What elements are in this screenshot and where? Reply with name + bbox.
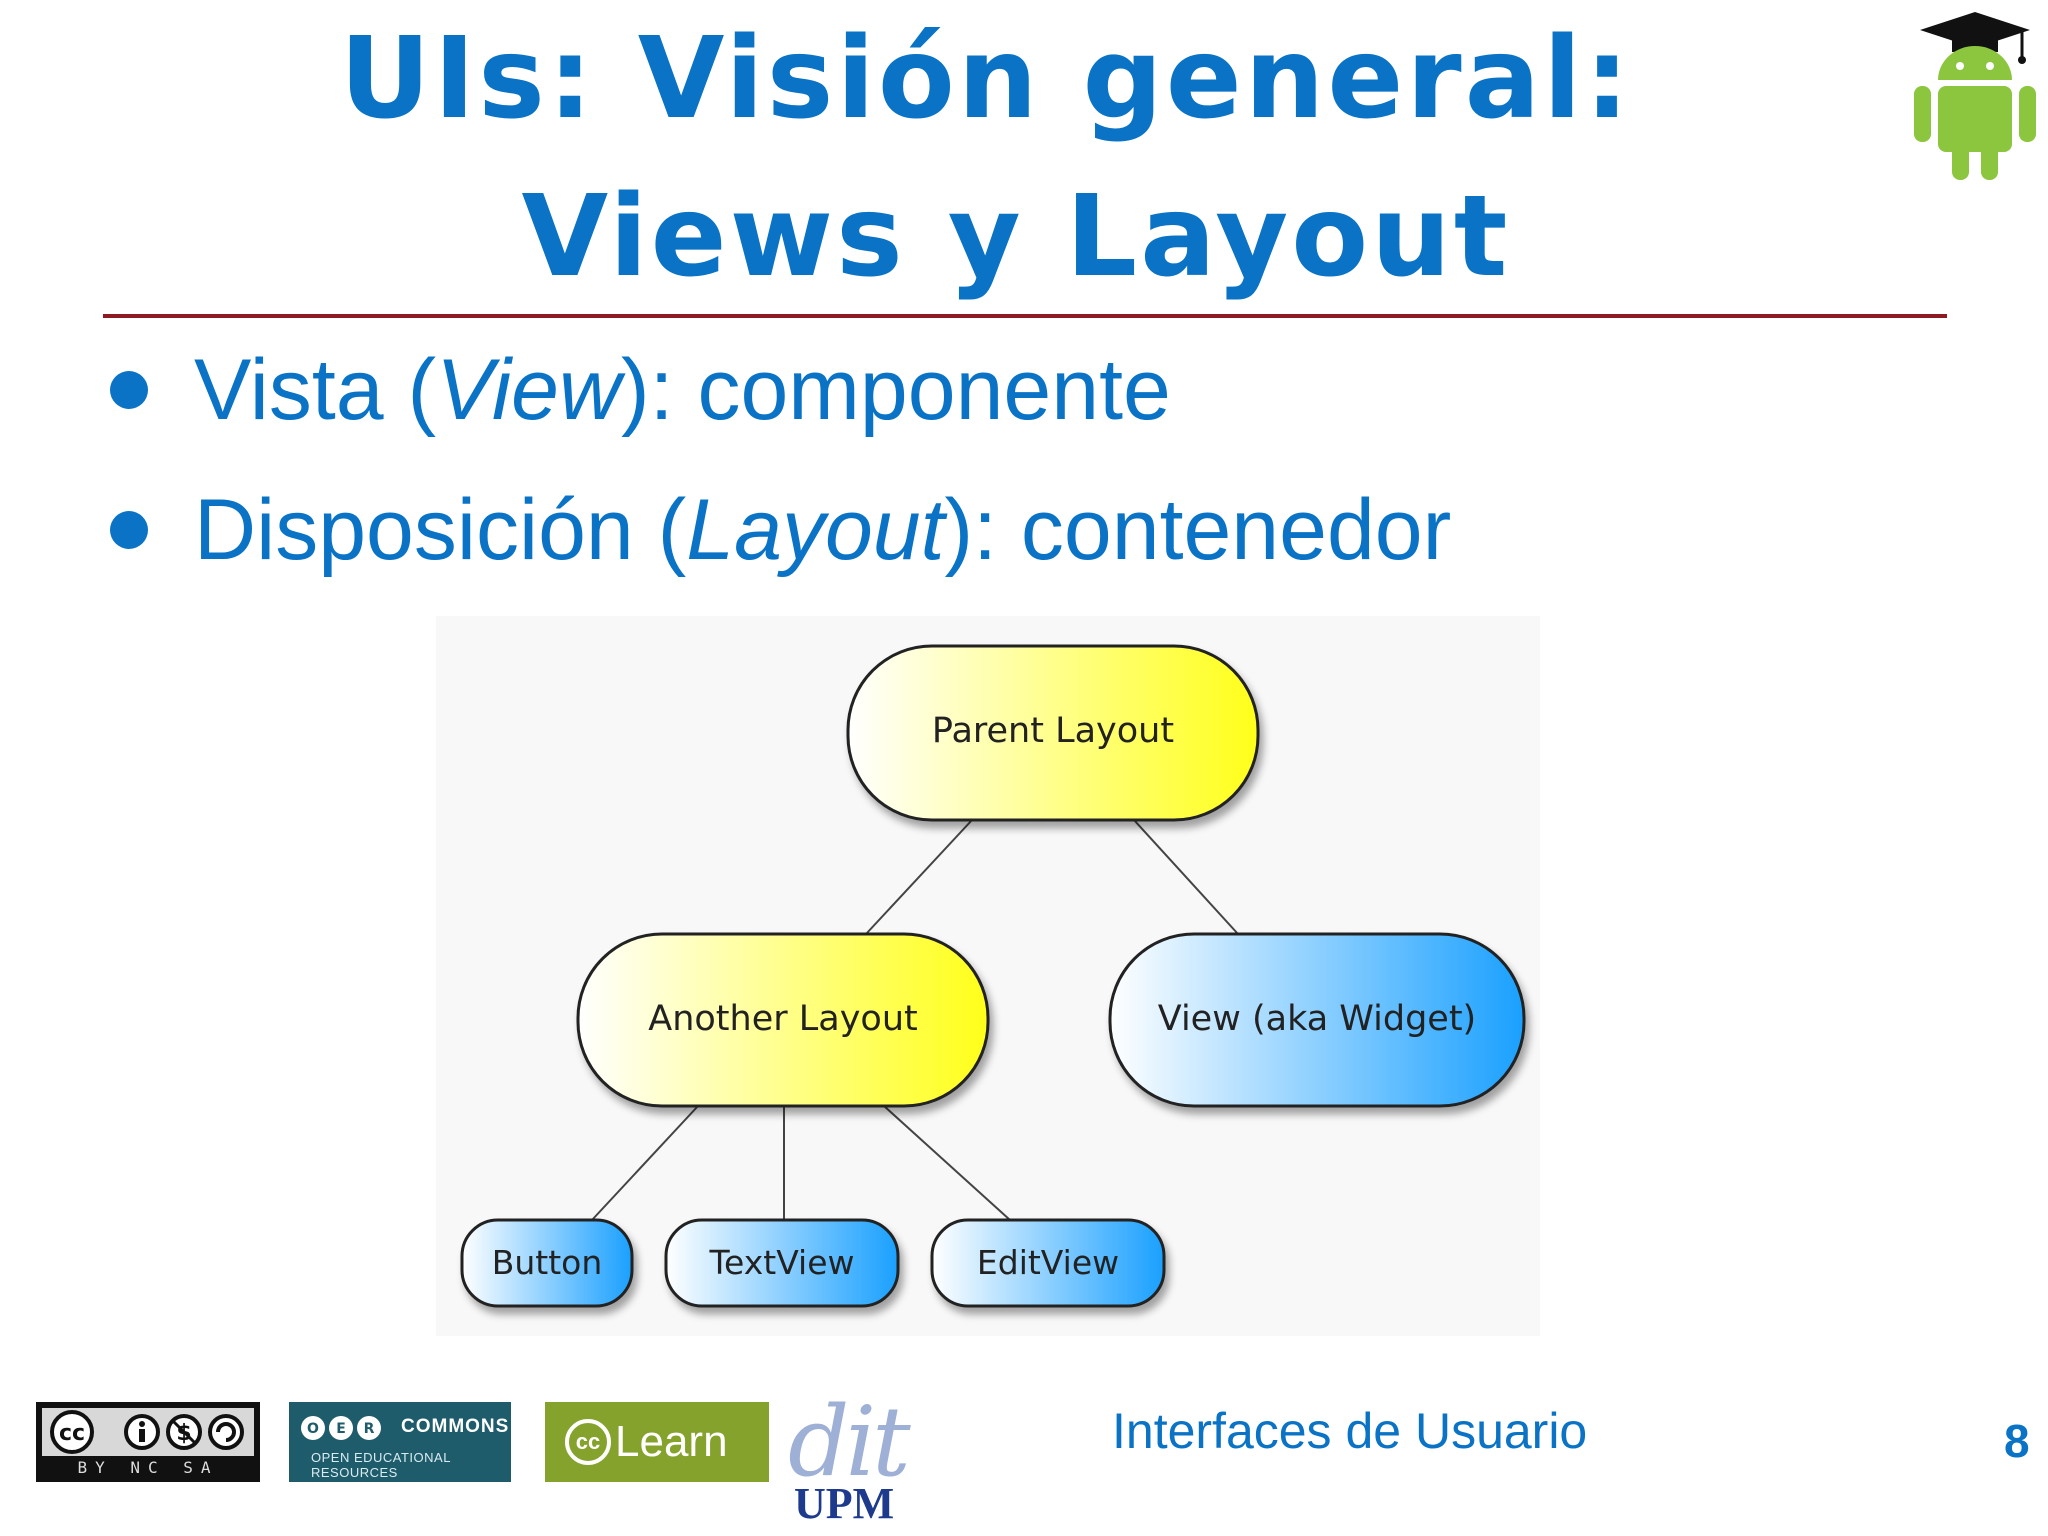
node-parent-layout-label: Parent Layout — [932, 711, 1174, 751]
node-editview-label: EditView — [977, 1243, 1119, 1282]
slide-title-line-1: UIs: Visión general: — [339, 14, 1633, 144]
cc-license-icons: cc $ — [42, 1408, 254, 1456]
cc-learn-label: Learn — [615, 1417, 728, 1466]
bullet-view-prefix: Vista ( — [194, 341, 437, 438]
slide-title-line-2: Views y Layout — [521, 172, 1511, 302]
bullet-dot-icon — [110, 371, 148, 409]
oer-commons-label: COMMONS — [401, 1416, 510, 1437]
node-view-widget-label: View (aka Widget) — [1158, 999, 1476, 1039]
dit-logo-text: dit — [788, 1386, 911, 1498]
bullet-view: Vista (View): componente — [110, 325, 1171, 455]
bullet-layout-prefix: Disposición ( — [194, 481, 687, 578]
node-textview: TextView — [664, 1218, 900, 1308]
bullet-layout: Disposición (Layout): contenedor — [110, 465, 1451, 595]
bullet-layout-suffix: ): contenedor — [944, 481, 1452, 578]
title-divider — [103, 314, 1947, 318]
svg-text:E: E — [336, 1421, 346, 1437]
node-view-widget: View (aka Widget) — [1108, 932, 1526, 1108]
node-another-layout-label: Another Layout — [648, 999, 917, 1039]
bullet-view-emph: View — [436, 341, 622, 438]
svg-text:O: O — [307, 1421, 319, 1437]
bullet-view-suffix: ): componente — [621, 341, 1171, 438]
footer-course-title: Interfaces de Usuario — [1112, 1403, 1588, 1459]
cc-by-nc-sa-icon: cc $ — [50, 1410, 244, 1454]
creative-commons-license-logo[interactable]: cc $ BY NC SA — [36, 1402, 260, 1482]
svg-text:R: R — [364, 1421, 375, 1437]
oer-circles-icon: O E R — [301, 1416, 381, 1440]
cc-learn-icon: cc — [565, 1419, 611, 1465]
node-editview: EditView — [930, 1218, 1166, 1308]
upm-logo-text: UPM — [794, 1479, 895, 1528]
node-button: Button — [460, 1218, 634, 1308]
svg-text:cc: cc — [59, 1421, 85, 1446]
oer-commons-logo[interactable]: O E R COMMONS OPEN EDUCATIONAL RESOURCES — [289, 1402, 511, 1482]
node-another-layout: Another Layout — [576, 932, 990, 1108]
page-number: 8 — [2004, 1415, 2030, 1467]
cc-license-label: BY NC SA — [77, 1458, 219, 1477]
cc-learn-logo[interactable]: cc Learn — [545, 1402, 769, 1482]
node-textview-label: TextView — [708, 1243, 854, 1282]
oer-subtitle: OPEN EDUCATIONAL RESOURCES — [311, 1450, 451, 1480]
node-parent-layout: Parent Layout — [846, 644, 1260, 822]
dit-upm-logo[interactable]: dit UPM — [786, 1386, 922, 1528]
android-icon — [1914, 12, 2036, 180]
bullet-dot-icon — [110, 511, 148, 549]
node-button-label: Button — [492, 1243, 603, 1282]
tree-connectors — [591, 819, 1239, 1221]
bullet-layout-emph: Layout — [686, 481, 945, 578]
